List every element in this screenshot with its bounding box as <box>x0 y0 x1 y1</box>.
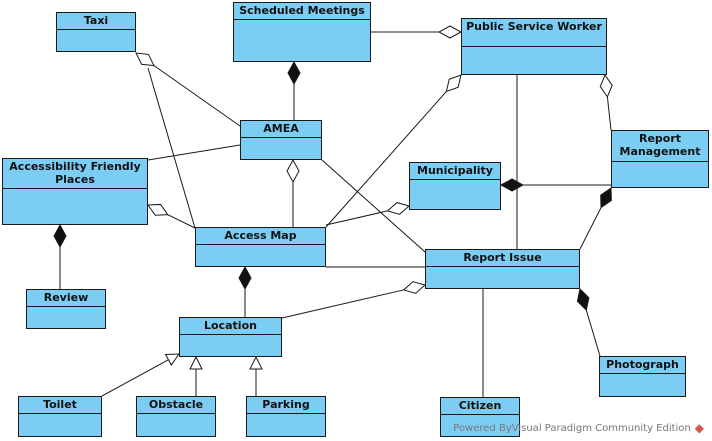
class-location[interactable]: Location <box>179 317 282 357</box>
relation-report-issue-amea[interactable] <box>321 159 426 253</box>
class-location-title: Location <box>180 318 281 335</box>
watermark: Powered ByVisual Paradigm Community Edit… <box>453 421 704 435</box>
relation-obstacle-location[interactable] <box>189 355 203 396</box>
relation-toilet-location[interactable] <box>101 353 180 397</box>
class-report-management[interactable]: Report Management <box>611 130 709 188</box>
class-report-management-title: Report Management <box>612 131 708 162</box>
generalization-marker <box>189 355 203 370</box>
aggregation-marker <box>402 281 427 294</box>
class-photograph[interactable]: Photograph <box>599 356 686 397</box>
relation-access-map-municipality[interactable] <box>325 202 411 226</box>
aggregation-marker <box>599 73 613 98</box>
aggregation-marker <box>386 202 411 215</box>
class-citizen[interactable]: Citizen <box>440 397 520 437</box>
composition-marker <box>499 178 525 192</box>
class-access-map[interactable]: Access Map <box>195 227 326 267</box>
aggregation-marker <box>445 74 462 93</box>
composition-marker <box>287 60 301 86</box>
relation-amea-scheduled-meetings[interactable] <box>287 60 301 120</box>
class-accessibility-friendly-places-title: Accessibility Friendly Places <box>3 159 147 189</box>
relation-lines <box>53 25 613 397</box>
relation-location-access-map[interactable] <box>238 265 252 317</box>
watermark-text: Powered ByVisual Paradigm Community Edit… <box>453 422 691 434</box>
relation-photograph-report-issue[interactable] <box>576 287 601 357</box>
generalization-marker <box>249 355 263 370</box>
class-citizen-title: Citizen <box>441 398 519 415</box>
class-photograph-title: Photograph <box>600 357 685 374</box>
relation-location-report-issue[interactable] <box>281 281 427 319</box>
composition-marker <box>53 223 67 249</box>
class-amea-title: AMEA <box>241 121 321 138</box>
class-scheduled-meetings[interactable]: Scheduled Meetings <box>233 2 371 62</box>
visual-paradigm-logo-icon: ◆ <box>694 421 704 435</box>
relation-access-map-amea[interactable] <box>286 158 300 227</box>
relation-access-map-public-service-worker[interactable] <box>325 74 462 228</box>
relation-amea-taxi[interactable] <box>135 52 241 127</box>
class-obstacle[interactable]: Obstacle <box>136 396 216 437</box>
relation-amea-accessibility-friendly-places[interactable] <box>147 144 241 161</box>
class-accessibility-friendly-places[interactable]: Accessibility Friendly Places <box>2 158 148 225</box>
generalization-marker <box>164 353 180 366</box>
class-review-title: Review <box>27 290 105 307</box>
composition-marker <box>238 265 252 291</box>
aggregation-marker <box>147 203 169 216</box>
relation-scheduled-meetings-public-service-worker[interactable] <box>371 25 463 39</box>
class-parking-title: Parking <box>247 397 325 414</box>
class-access-map-title: Access Map <box>196 228 325 245</box>
composition-marker <box>600 187 612 209</box>
relation-access-map-accessibility-friendly-places[interactable] <box>147 203 196 229</box>
composition-marker <box>576 287 590 312</box>
class-municipality[interactable]: Municipality <box>409 162 501 210</box>
relation-report-management-public-service-worker[interactable] <box>599 73 613 131</box>
class-municipality-title: Municipality <box>410 163 500 180</box>
relation-taxi-access-map[interactable] <box>147 67 196 229</box>
relation-review-accessibility-friendly-places[interactable] <box>53 223 67 289</box>
aggregation-marker <box>135 52 155 67</box>
class-scheduled-meetings-title: Scheduled Meetings <box>234 3 370 20</box>
class-report-issue[interactable]: Report Issue <box>425 249 580 289</box>
aggregation-marker <box>286 158 300 184</box>
class-report-issue-title: Report Issue <box>426 250 579 267</box>
class-toilet[interactable]: Toilet <box>18 396 102 437</box>
aggregation-marker <box>437 25 463 39</box>
class-public-service-worker-title: Public Service Worker <box>462 19 606 47</box>
class-taxi[interactable]: Taxi <box>56 12 136 52</box>
class-taxi-title: Taxi <box>57 13 135 30</box>
class-public-service-worker[interactable]: Public Service Worker <box>461 18 607 75</box>
relation-parking-location[interactable] <box>249 355 263 396</box>
class-parking[interactable]: Parking <box>246 396 326 437</box>
class-review[interactable]: Review <box>26 289 106 329</box>
class-obstacle-title: Obstacle <box>137 397 215 414</box>
class-amea[interactable]: AMEA <box>240 120 322 160</box>
relation-report-issue-report-management[interactable] <box>579 187 612 250</box>
class-toilet-title: Toilet <box>19 397 101 414</box>
